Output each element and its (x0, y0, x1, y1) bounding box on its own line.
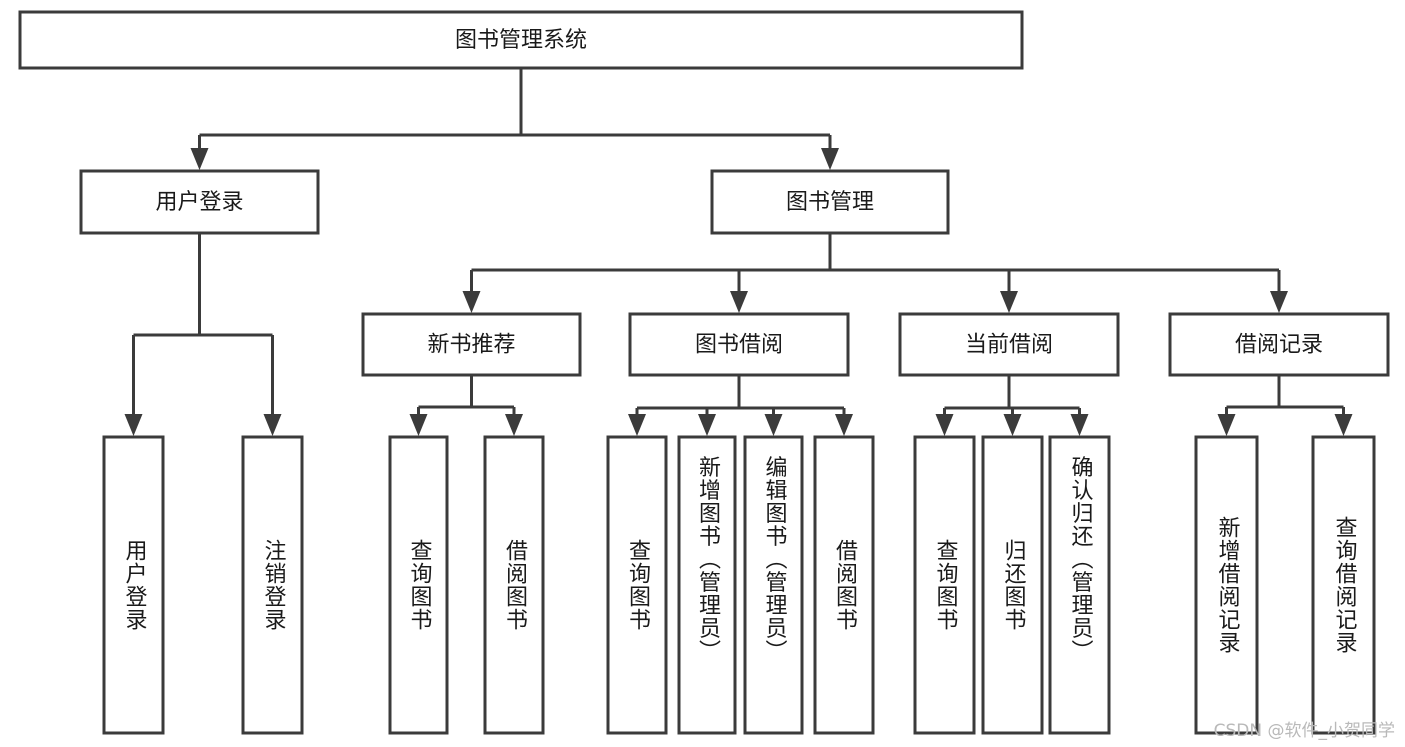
node-root[interactable]: 图书管理系统 (18, 10, 1024, 70)
node-box (981, 435, 1044, 735)
arrow-head-icon (462, 291, 481, 313)
arrow-head-icon (1003, 414, 1022, 436)
arrow-head-icon (821, 148, 839, 170)
node-box (1194, 435, 1259, 735)
node-label: 新书推荐 (427, 333, 515, 358)
node-layer: 图书管理系统用户登录图书管理新书推荐图书借阅当前借阅借阅记录用户登录注销登录查询… (18, 10, 1390, 735)
connector-layer (124, 68, 1353, 436)
node-label: 图书管理系统 (455, 28, 587, 53)
node-leaf-bb-edit-book[interactable]: 编辑图书（管理员） (743, 435, 804, 735)
node-leaf-bb-query-book[interactable]: 查询图书 (606, 435, 668, 735)
arrow-head-icon (124, 414, 143, 436)
arrow-head-icon (1334, 414, 1353, 436)
node-label: 查询图书 (933, 539, 959, 631)
arrow-head-icon (764, 414, 783, 436)
node-leaf-rec-query-book[interactable]: 查询图书 (388, 435, 449, 735)
node-label: 确认归还（管理员） (1068, 456, 1094, 663)
node-label: 图书管理 (786, 190, 874, 215)
arrow-head-icon (190, 148, 209, 170)
arrow-head-icon (628, 414, 646, 436)
arrow-head-icon (409, 414, 428, 436)
node-leaf-cb-return-book[interactable]: 归还图书 (981, 435, 1044, 735)
node-box (361, 312, 582, 377)
node-box (898, 312, 1120, 377)
node-new-book-rec[interactable]: 新书推荐 (361, 312, 582, 377)
node-box (102, 435, 165, 735)
node-leaf-br-add-record[interactable]: 新增借阅记录 (1194, 435, 1259, 735)
node-leaf-bb-add-book[interactable]: 新增图书（管理员） (677, 435, 737, 735)
node-label: 查询图书 (407, 539, 433, 631)
node-box (743, 435, 804, 735)
arrow-head-icon (1070, 414, 1089, 436)
arrow-head-icon (263, 414, 282, 436)
node-leaf-logout[interactable]: 注销登录 (241, 435, 304, 735)
node-book-borrow[interactable]: 图书借阅 (628, 312, 850, 377)
node-box (677, 435, 737, 735)
node-label: 当前借阅 (965, 333, 1053, 358)
node-box (1048, 435, 1111, 735)
node-box (813, 435, 875, 735)
node-current-borrow[interactable]: 当前借阅 (898, 312, 1120, 377)
node-box (388, 435, 449, 735)
node-leaf-cb-confirm-return[interactable]: 确认归还（管理员） (1048, 435, 1111, 735)
node-label: 查询借阅记录 (1332, 516, 1358, 654)
node-box (628, 312, 850, 377)
node-label: 新增借阅记录 (1215, 516, 1241, 654)
arrow-head-icon (1217, 414, 1236, 436)
node-label: 用户登录 (155, 190, 243, 215)
node-leaf-br-query-record[interactable]: 查询借阅记录 (1311, 435, 1376, 735)
node-label: 借阅记录 (1235, 333, 1323, 358)
arrow-head-icon (1270, 291, 1288, 313)
arrow-head-icon (730, 291, 748, 313)
node-label: 图书借阅 (695, 333, 783, 358)
node-box (79, 169, 320, 235)
node-book-manage[interactable]: 图书管理 (710, 169, 950, 235)
node-leaf-bb-borrow-book[interactable]: 借阅图书 (813, 435, 875, 735)
node-box (606, 435, 668, 735)
node-box (710, 169, 950, 235)
node-leaf-cb-query-book[interactable]: 查询图书 (913, 435, 976, 735)
node-box (18, 10, 1024, 70)
node-label: 借阅图书 (832, 539, 858, 631)
arrow-head-icon (698, 414, 716, 436)
arrow-head-icon (935, 414, 954, 436)
node-box (1311, 435, 1376, 735)
node-label: 查询图书 (625, 539, 651, 631)
node-user-login[interactable]: 用户登录 (79, 169, 320, 235)
node-label: 编辑图书（管理员） (762, 456, 788, 663)
arrow-head-icon (1000, 291, 1018, 313)
node-box (913, 435, 976, 735)
node-leaf-user-login[interactable]: 用户登录 (102, 435, 165, 735)
node-box (1168, 312, 1390, 377)
node-label: 归还图书 (1001, 539, 1027, 631)
node-label: 注销登录 (261, 539, 287, 631)
node-box (241, 435, 304, 735)
node-label: 借阅图书 (502, 539, 528, 631)
node-borrow-record[interactable]: 借阅记录 (1168, 312, 1390, 377)
node-box (483, 435, 545, 735)
node-leaf-rec-borrow-book[interactable]: 借阅图书 (483, 435, 545, 735)
arrow-head-icon (835, 414, 853, 436)
arrow-head-icon (505, 414, 523, 436)
node-label: 用户登录 (122, 539, 148, 631)
node-label: 新增图书（管理员） (695, 456, 721, 663)
